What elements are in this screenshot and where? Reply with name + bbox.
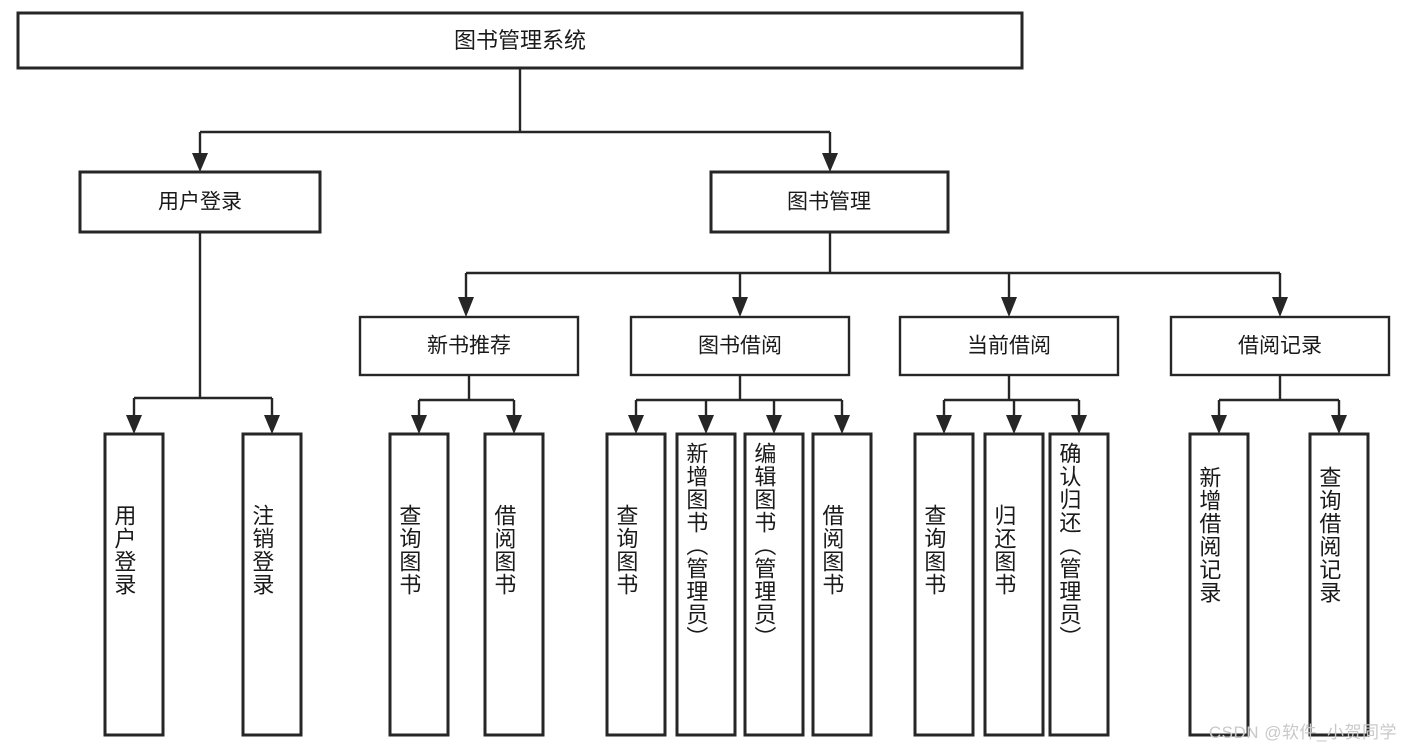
arrowhead-leaf-query-borrow: [628, 415, 644, 434]
node-user-login[interactable]: 用户登录: [78, 170, 322, 234]
leaf-box-logout[interactable]: [241, 432, 303, 737]
arrowhead-borrow: [732, 297, 748, 317]
node-new-book-recommend-label: 新书推荐: [427, 335, 511, 358]
node-user-login-label: 用户登录: [158, 191, 242, 214]
leaf-box-user-login[interactable]: [103, 432, 165, 737]
leaf-box-borrow-book-recommend[interactable]: [483, 432, 545, 737]
connector-userlogin-to-leaves: [126, 232, 280, 434]
leaf-box-add-book-admin[interactable]: [675, 432, 737, 737]
node-borrow-record-box[interactable]: [1169, 315, 1391, 377]
leaf-box-query-book-current[interactable]: [913, 432, 975, 737]
node-book-management[interactable]: 图书管理: [709, 170, 950, 234]
arrowhead-leaf-logout: [264, 415, 280, 434]
connector-borrow-to-leaves: [628, 375, 850, 434]
node-current-borrow[interactable]: 当前借阅: [898, 315, 1120, 377]
arrowhead-userlogin: [192, 153, 208, 172]
leaf-box-query-book-recommend[interactable]: [388, 432, 450, 737]
node-user-login-box[interactable]: [78, 170, 322, 234]
arrowhead-leaf-borrow-newbook: [506, 415, 522, 434]
node-new-book-recommend-box[interactable]: [358, 315, 580, 377]
connector-root-to-level1: [192, 68, 838, 172]
arrowhead-leaf-addrecord: [1211, 415, 1227, 434]
node-new-book-recommend[interactable]: 新书推荐: [358, 315, 580, 377]
leaf-box-return-book[interactable]: [983, 432, 1045, 737]
node-current-borrow-box[interactable]: [898, 315, 1120, 377]
arrowhead-leaf-userlogin: [126, 415, 142, 434]
arrowhead-leaf-queryrecord: [1331, 415, 1347, 434]
node-book-borrow-box[interactable]: [629, 315, 851, 377]
arrowhead-newbook: [458, 297, 474, 317]
node-book-management-label: 图书管理: [787, 191, 871, 214]
node-borrow-record[interactable]: 借阅记录: [1169, 315, 1391, 377]
arrowhead-leaf-return: [1006, 415, 1022, 434]
node-current-borrow-label: 当前借阅: [967, 335, 1051, 358]
connector-bookmgmt-to-level2: [458, 232, 1288, 317]
leaf-box-confirm-return-admin[interactable]: [1048, 432, 1110, 737]
arrowhead-current: [1001, 297, 1017, 317]
leaf-box-query-borrow-record[interactable]: [1308, 432, 1370, 737]
leaf-box-borrow-book[interactable]: [811, 432, 873, 737]
arrowhead-bookmgmt: [822, 153, 838, 172]
node-book-borrow[interactable]: 图书借阅: [629, 315, 851, 377]
arrowhead-leaf-query-current: [936, 415, 952, 434]
arrowhead-leaf-addbook: [698, 415, 714, 434]
arrowhead-leaf-query-newbook: [411, 415, 427, 434]
node-root[interactable]: 图书管理系统: [16, 11, 1024, 70]
node-root-box[interactable]: [16, 11, 1024, 70]
node-root-label: 图书管理系统: [454, 28, 586, 53]
connector-current-to-leaves: [936, 375, 1087, 434]
arrowhead-leaf-borrowbook: [834, 415, 850, 434]
connector-newbook-to-leaves: [411, 375, 522, 434]
leaf-box-edit-book-admin[interactable]: [743, 432, 805, 737]
arrowhead-leaf-editbook: [766, 415, 782, 434]
node-borrow-record-label: 借阅记录: [1238, 335, 1322, 358]
connector-record-to-leaves: [1211, 375, 1347, 434]
arrowhead-leaf-confirm-return: [1071, 415, 1087, 434]
leaf-box-add-borrow-record[interactable]: [1188, 432, 1250, 737]
arrowhead-record: [1272, 297, 1288, 317]
node-book-borrow-label: 图书借阅: [698, 335, 782, 358]
leaf-box-query-book-borrow[interactable]: [605, 432, 667, 737]
node-book-management-box[interactable]: [709, 170, 950, 234]
csdn-watermark: CSDN @软件_小贺同学: [1208, 723, 1397, 742]
